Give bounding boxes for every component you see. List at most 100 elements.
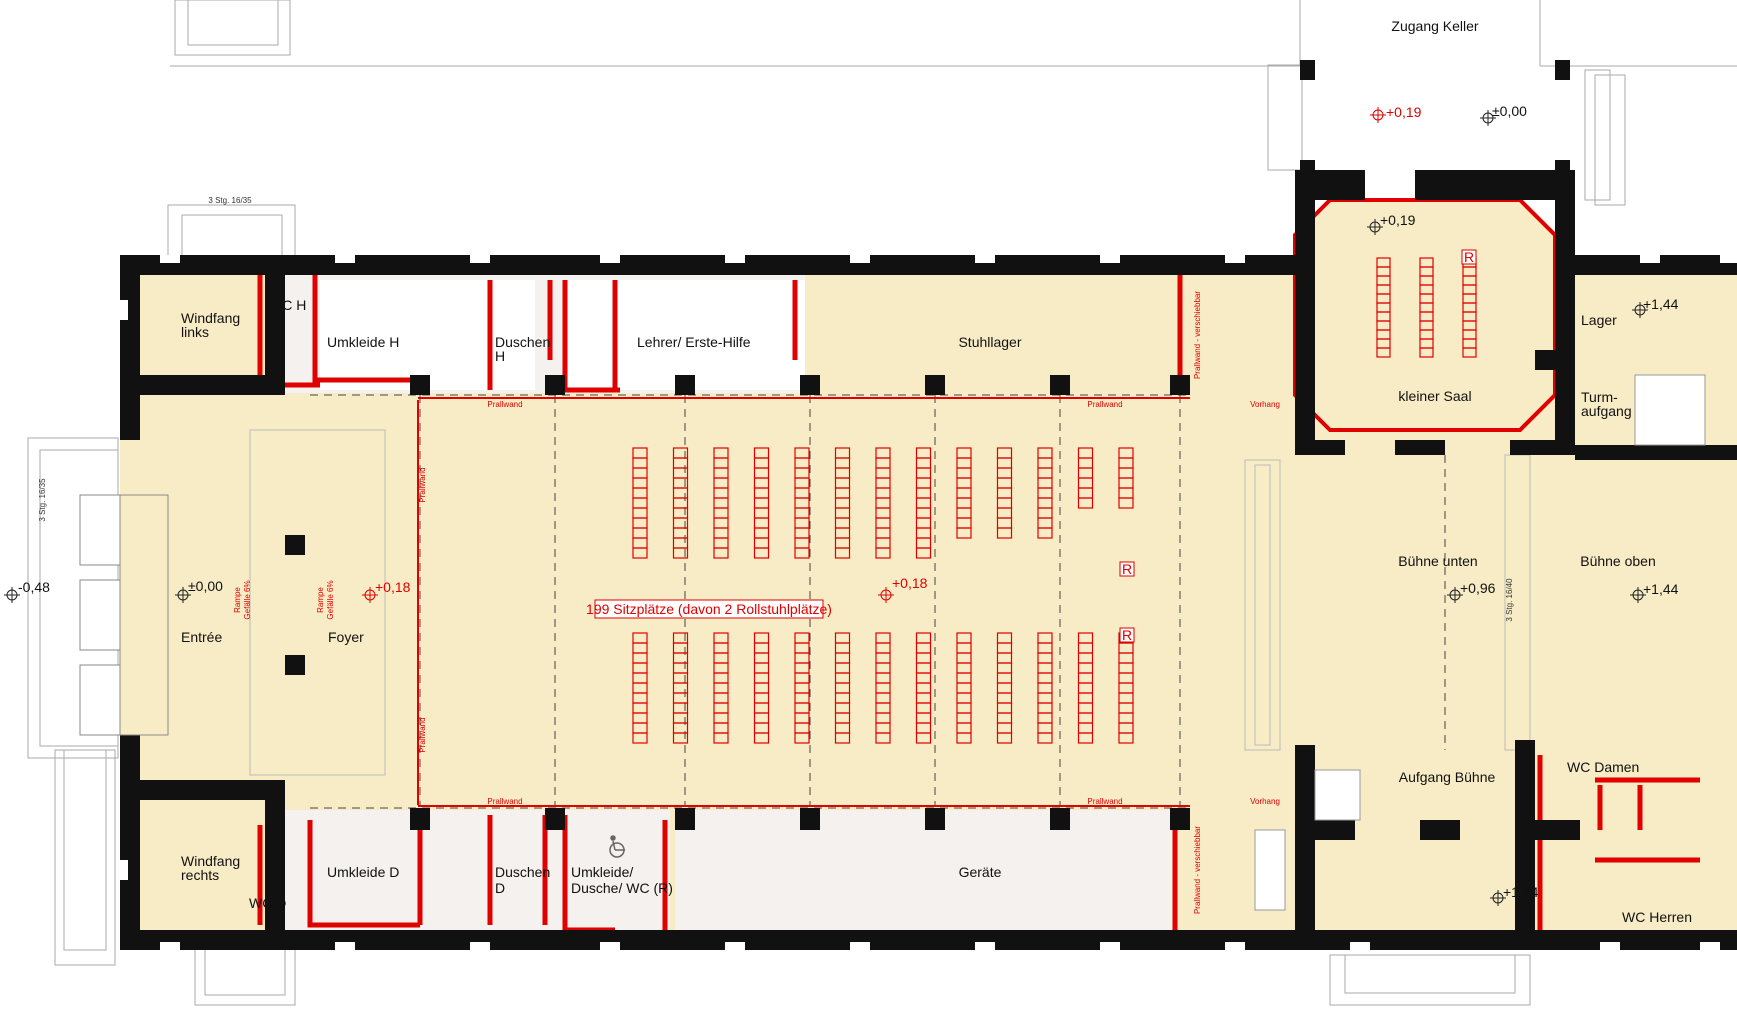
seat [956, 527, 972, 539]
level-buehne-oben: +1,44 [1643, 581, 1679, 597]
room-duschen-d: Duschen [495, 864, 550, 880]
room-umkleide-h: Umkleide H [327, 334, 399, 350]
seat [632, 732, 648, 744]
prallwand-top-right: Prallwand [1087, 400, 1122, 409]
room-windfang-links: Windfang [181, 310, 240, 326]
level-marker-icon [175, 587, 191, 603]
room-buehne-oben: Bühne oben [1580, 553, 1656, 569]
vorhang-top: Vorhang [1250, 400, 1280, 409]
window-reveals [120, 255, 1737, 950]
level-wc: +1,44 [1503, 884, 1539, 900]
seat [672, 547, 689, 559]
room-umkleide-d: Umkleide D [327, 864, 399, 880]
room-duschen-d-2: D [495, 880, 505, 896]
room-aufgang-buehne: Aufgang Bühne [1399, 769, 1496, 785]
level-marker-icon [1367, 219, 1383, 235]
stairs-stage-label: 3 Stg. 16/40 [1505, 578, 1514, 622]
seating-rows [632, 447, 1134, 744]
prallwand-verschiebbar-top: Prallwand - verschiebbar [1193, 291, 1202, 379]
seat [834, 547, 851, 559]
context-lines [27, 0, 1737, 1006]
level-marker-icon [878, 587, 894, 603]
room-buehne-unten: Bühne unten [1398, 553, 1477, 569]
seat [753, 547, 770, 559]
seat [713, 732, 729, 744]
prallwand-top-left: Prallwand [487, 400, 522, 409]
room-entree: Entrée [181, 629, 222, 645]
walls [120, 60, 1737, 950]
level-marker-icon [1632, 302, 1648, 318]
room-umkleide-r: Umkleide/ [571, 864, 633, 880]
stairs-top-label: 3 Stg. 16/35 [208, 196, 252, 205]
level-marker-icon [362, 587, 378, 603]
room-wc-damen: WC Damen [1567, 759, 1639, 775]
rampe-right-2: Gefälle 6% [326, 580, 335, 619]
level-foyer: +0,18 [375, 579, 411, 595]
room-turmaufgang-2: aufgang [1581, 403, 1632, 419]
saal-seat [1376, 347, 1391, 358]
stairs-side-label: 3 Stg. 16/35 [38, 478, 47, 522]
r-marker-1: R [1122, 561, 1132, 577]
room-kleiner-saal: kleiner Saal [1398, 388, 1471, 404]
seat [996, 527, 1013, 539]
stage-stair [1254, 374, 1706, 911]
seat [753, 732, 770, 744]
seat [794, 732, 810, 744]
seat [794, 547, 810, 559]
level-marker-icon [1370, 107, 1386, 123]
room-turmaufgang: Turm- [1581, 389, 1618, 405]
vorhang-bottom: Vorhang [1250, 797, 1280, 806]
room-windfang-rechts-2: rechts [181, 867, 219, 883]
rampe-left-1: Rampe [233, 587, 242, 613]
seat [875, 732, 891, 744]
level-buehne-unten: +0,96 [1460, 580, 1496, 596]
hall-lines [310, 394, 1446, 809]
level-entree: ±0,00 [188, 578, 223, 594]
seats-note-box [594, 599, 824, 619]
rampe-left-2: Gefälle 6% [243, 580, 252, 619]
level-keller: ±0,00 [1492, 103, 1527, 119]
r-marker-3: R [1464, 249, 1474, 265]
level-hall: +0,18 [892, 575, 928, 591]
white-rooms [320, 280, 805, 390]
stage-lines [249, 429, 1531, 776]
seats-note: 199 Sitzplätze (davon 2 Rollstuhlplätze) [586, 601, 832, 617]
room-lager: Lager [1581, 312, 1617, 328]
room-windfang-rechts: Windfang [181, 853, 240, 869]
seat [632, 547, 648, 559]
level-markers [4, 107, 1648, 906]
prallwand-left-lower: Prallwand [418, 717, 427, 752]
prallwand-bottom-right: Prallwand [1087, 797, 1122, 806]
saal-seat [1462, 347, 1477, 358]
room-foyer: Foyer [328, 629, 364, 645]
prallwand-bottom-left: Prallwand [487, 797, 522, 806]
level-marker-icon [1490, 890, 1506, 906]
level-marker-icon [1480, 110, 1496, 126]
seat [713, 547, 729, 559]
room-windfang-links-2: links [181, 324, 209, 340]
seat [1037, 732, 1053, 744]
seat [915, 547, 932, 559]
room-wc-h: WC H [269, 297, 306, 313]
seat [1077, 732, 1094, 744]
level-marker-icon [1630, 587, 1646, 603]
room-wc-d: WC D [249, 895, 286, 911]
room-lehrer: Lehrer/ Erste-Hilfe [637, 334, 751, 350]
level-keller-red: +0,19 [1386, 104, 1422, 120]
seat [672, 732, 689, 744]
seat [956, 732, 972, 744]
room-wc-herren: WC Herren [1622, 909, 1692, 925]
level-saal: +0,19 [1380, 212, 1416, 228]
level-lager: +1,44 [1643, 296, 1679, 312]
prallwand-verschiebbar-bottom: Prallwand - verschiebbar [1193, 826, 1202, 914]
room-geraete: Geräte [959, 864, 1002, 880]
seat [834, 732, 851, 744]
room-umkleide-r-2: Dusche/ WC (R) [571, 880, 673, 896]
seat [875, 547, 891, 559]
wheelchair-markers [1119, 249, 1477, 643]
level-marker-icon [4, 587, 20, 603]
seat [996, 732, 1013, 744]
zugang-keller-label: Zugang Keller [1391, 18, 1479, 34]
prallwand-left-upper: Prallwand [418, 467, 427, 502]
